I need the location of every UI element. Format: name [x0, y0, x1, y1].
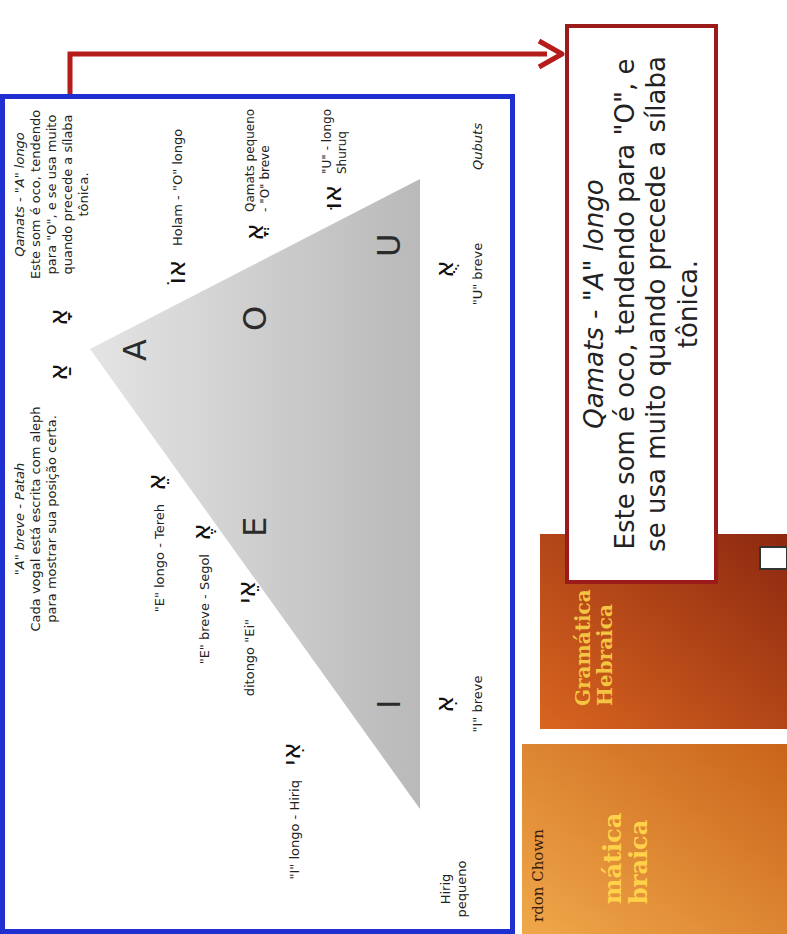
vowel-label: Hirig pequeno: [438, 854, 470, 924]
vowel-letter: E: [238, 517, 273, 537]
vowel-label: Holam - "O" longo: [170, 106, 186, 246]
vowel-sign: אָ: [42, 300, 75, 334]
vowel-label: "A" breve - Patah: [12, 404, 28, 634]
book-author: rdon Chown: [530, 752, 547, 922]
book-sticker: [760, 547, 787, 569]
vowel-label: "I" longo - Hiriq: [287, 780, 303, 898]
vowel-label: "U" breve: [470, 234, 486, 314]
vowel-letter: U: [372, 234, 407, 257]
vowel-sign: אִ: [428, 684, 461, 724]
vowel-label: "E" longo - Tereh: [152, 504, 168, 636]
vowel-label: Este som é oco, tendendo para "O", e se …: [610, 42, 704, 566]
vowel-letter: A: [118, 339, 153, 361]
vowel-label: Este som é oco, tendendo para "O", e se …: [28, 107, 91, 282]
vowel-label: Qamats - "A" longo: [579, 42, 610, 566]
vowel-letter: I: [372, 700, 407, 709]
book-cover: [522, 744, 787, 934]
vowel-label: Qamats - "A" longo: [12, 107, 28, 282]
callout-box: Qamats - "A" longoEste som é oco, tenden…: [565, 24, 718, 584]
vowel-label: Qamats pequeno - "O" breve: [243, 106, 272, 212]
vowel-label: "U" - longo Shuruq: [320, 104, 349, 174]
vowel-sign: אֵ: [140, 464, 173, 500]
book-title: Gramática Hebraica: [572, 556, 616, 706]
vowel-label: Qubuts: [470, 109, 486, 184]
vowel-triangle: A E I O U: [90, 179, 420, 809]
arrow-line: [70, 54, 547, 94]
book-title: mática braica: [600, 774, 653, 904]
vowel-label: Cada vogal está escrita com aleph para m…: [28, 404, 60, 634]
vowel-label: ditongo "Ei": [242, 619, 258, 744]
vowel-sign: אוּ: [316, 173, 349, 221]
vowel-panel: "A" breve - PatahCada vogal está escrita…: [0, 94, 515, 934]
vowel-letter: O: [238, 306, 273, 331]
vowel-sign: אִי: [275, 730, 308, 778]
triangle-fill: [90, 179, 420, 809]
vowel-sign: אֻ: [428, 249, 461, 289]
triangle-shape: [90, 179, 420, 809]
vowel-sign: אֳ: [238, 213, 271, 251]
vowel-label: "E" breve - Segol: [197, 554, 213, 686]
flow-arrow: [70, 41, 562, 94]
arrow-head: [539, 41, 562, 67]
vowel-sign: אַ: [42, 355, 75, 389]
vowel-sign: אוֹ: [160, 248, 193, 296]
vowel-label: "I" breve: [470, 664, 486, 744]
